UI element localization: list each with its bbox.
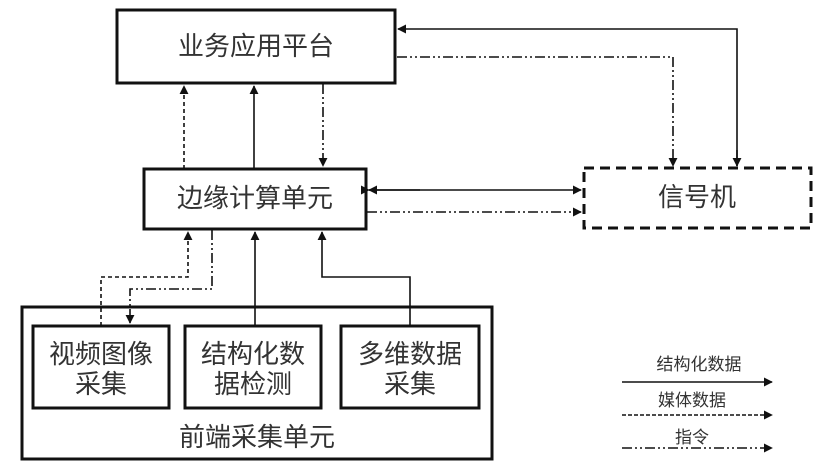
node-structured: 结构化数 据检测 [183, 324, 323, 410]
structured-label-2: 据检测 [214, 370, 292, 400]
signal-label: 信号机 [658, 183, 736, 213]
edge-label: 边缘计算单元 [177, 184, 333, 214]
structured-label-1: 结构化数 [201, 340, 305, 370]
legend-media-label: 媒体数据 [658, 391, 726, 411]
node-video: 视频图像 采集 [31, 324, 171, 410]
video-label-1: 视频图像 [49, 340, 153, 370]
legend-structured-label: 结构化数据 [657, 355, 742, 375]
multi-label-1: 多维数据 [358, 340, 462, 370]
node-signal: 信号机 [582, 166, 813, 230]
frontend-label: 前端采集单元 [179, 423, 335, 453]
multi-label-2: 采集 [384, 370, 436, 400]
node-platform: 业务应用平台 [115, 8, 397, 85]
legend: 结构化数据 媒体数据 指令 [622, 355, 773, 453]
edge-to-video-command [125, 230, 213, 324]
node-edge-computing: 边缘计算单元 [142, 167, 368, 231]
platform-label: 业务应用平台 [178, 32, 334, 62]
video-to-edge-media [100, 231, 193, 326]
multi-to-edge [317, 231, 411, 326]
video-label-2: 采集 [75, 370, 127, 400]
signal-platform-structured [397, 24, 738, 166]
legend-command-label: 指令 [675, 428, 709, 448]
node-multi: 多维数据 采集 [339, 324, 481, 410]
platform-to-signal-command [397, 56, 678, 167]
